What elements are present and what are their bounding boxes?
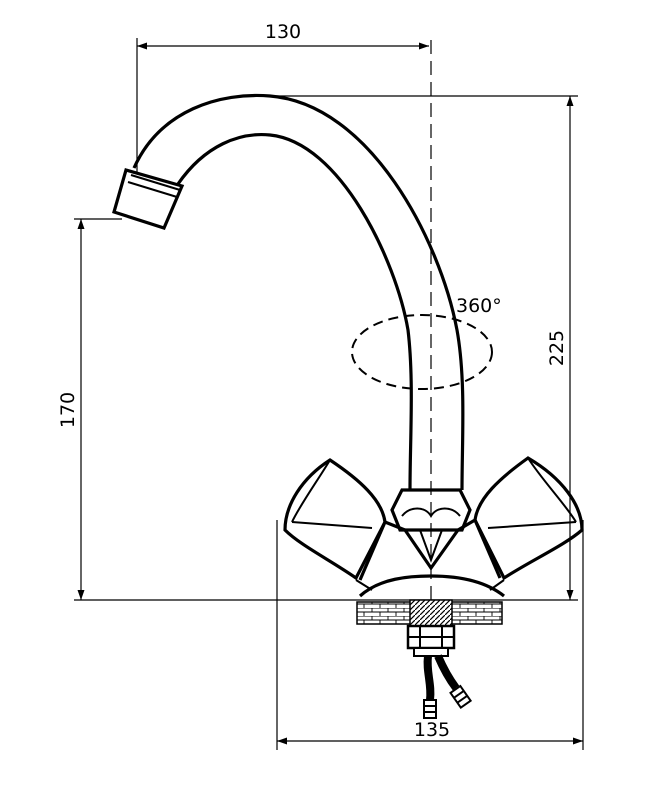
dimension-label-130: 130 [265,21,301,43]
spout [112,93,465,491]
countertop-section [356,599,503,657]
tap-body [355,488,505,598]
hose-left [423,655,435,701]
dimension-base-width: 135 [276,520,584,750]
dimension-label-135: 135 [414,719,450,741]
rotation-label: 360° [456,295,502,317]
left-handle [283,458,387,581]
dimension-label-170: 170 [57,392,79,428]
spout-collar [390,488,472,532]
hose-right [434,654,460,691]
rotation-indicator: 360° [351,295,502,390]
spout-outer-edge [132,93,465,491]
dimension-spout-height: 170 [57,218,122,600]
rotation-ellipse [351,314,493,390]
hose-fitting-left [423,699,437,719]
mounting-stud-section [409,599,453,627]
dimension-total-height: 225 [272,95,578,600]
aerator-nozzle [112,168,185,230]
dimension-spout-reach: 130 [136,21,429,172]
hose-fitting-right [449,684,473,710]
base-dome [358,574,505,598]
body-cone [403,529,460,571]
supply-hoses [423,654,473,719]
right-handle [473,456,584,581]
dimension-label-225: 225 [546,330,568,366]
spout-inner-edge [176,132,413,491]
